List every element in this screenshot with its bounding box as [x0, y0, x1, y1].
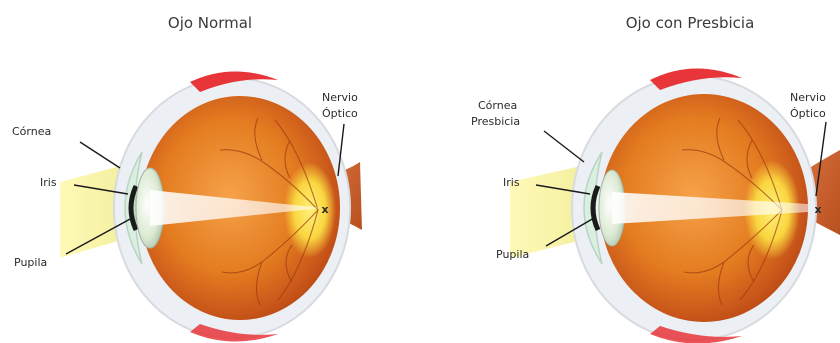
- diagram-title: Ojo Normal: [168, 14, 252, 32]
- leader-cornea: [544, 131, 584, 162]
- label-cornea: Córnea: [12, 125, 51, 138]
- label-optic-nerve-line2: Óptico: [322, 107, 358, 120]
- label-pupil: Pupila: [14, 256, 47, 269]
- presbyopia-eye-diagram: Ojo con Presbicia: [471, 14, 840, 343]
- label-optic-nerve-line2: Óptico: [790, 107, 826, 120]
- label-pupil: Pupila: [496, 248, 529, 261]
- diagram-title: Ojo con Presbicia: [626, 14, 755, 32]
- focal-point-mark: x: [814, 203, 821, 216]
- label-iris: Iris: [503, 176, 520, 189]
- label-optic-nerve-line1: Nervio: [790, 91, 826, 104]
- label-optic-nerve-line1: Nervio: [322, 91, 358, 104]
- label-iris: Iris: [40, 176, 57, 189]
- normal-eye-diagram: Ojo Normal x: [12, 14, 362, 342]
- leader-cornea: [80, 142, 120, 168]
- label-cornea-line1: Córnea: [478, 99, 517, 112]
- focal-point-mark: x: [321, 203, 328, 216]
- label-cornea-line2: Presbicia: [471, 115, 520, 128]
